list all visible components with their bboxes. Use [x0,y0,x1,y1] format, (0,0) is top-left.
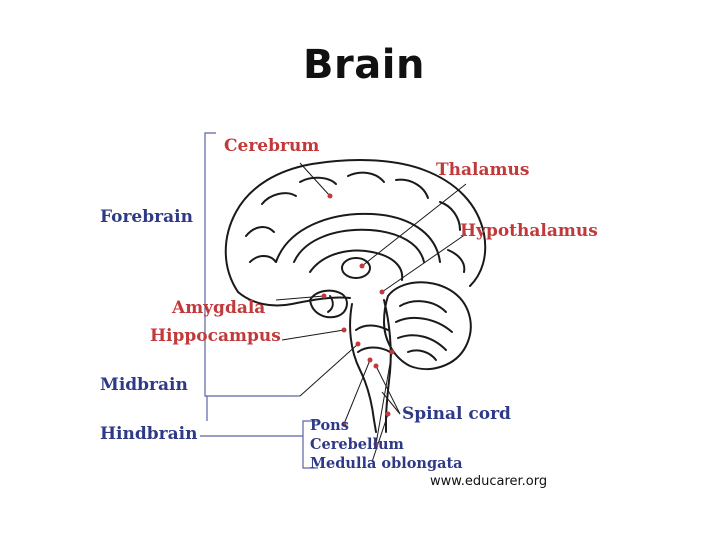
brain-illustration [224,159,487,433]
label-hippocampus: Hippocampus [150,326,281,346]
label-cerebrum: Cerebrum [224,136,320,156]
midbrain-pointer [299,343,359,397]
pointer-lines [275,162,467,463]
label-midbrain: Midbrain [100,375,188,395]
corpus-callosum [275,212,441,263]
page-title: Brain [303,42,425,88]
label-hypothalamus: Hypothalamus [460,221,598,241]
label-medulla-oblongata: Medulla oblongata [310,455,463,472]
label-hindbrain: Hindbrain [100,424,198,444]
thalamus-shape [341,257,371,279]
thalamus-pointer [361,183,467,267]
spinal-pointer-1 [375,365,401,415]
hypothalamus-pointer [381,233,467,293]
pointer-marks [321,193,395,447]
division-brackets [200,132,318,469]
hippocampus-pointer [281,329,345,341]
watermark: www.educarer.org [430,474,548,489]
label-pons: Pons [310,417,349,434]
hippocampus-shape [309,289,348,319]
pons-pointer [343,359,371,425]
forebrain-bracket [204,132,300,397]
cerebellum-pointer [375,351,393,445]
spinal-cord-shape [373,419,387,433]
brainstem-left [349,303,375,421]
cerebrum-outline [224,159,487,293]
cerebellum-shape [383,281,472,371]
spinal-pointer-2 [381,391,401,415]
label-amygdala: Amygdala [172,298,266,318]
medulla-pointer [371,413,389,463]
hindbrain-bracket [302,420,318,469]
label-cerebellum: Cerebellum [310,436,404,453]
amygdala-pointer [275,295,325,301]
cerebrum-pointer [299,162,331,197]
label-forebrain: Forebrain [100,207,193,227]
label-spinal-cord: Spinal cord [402,404,511,424]
label-thalamus: Thalamus [436,160,530,180]
brainstem-right [383,299,392,421]
